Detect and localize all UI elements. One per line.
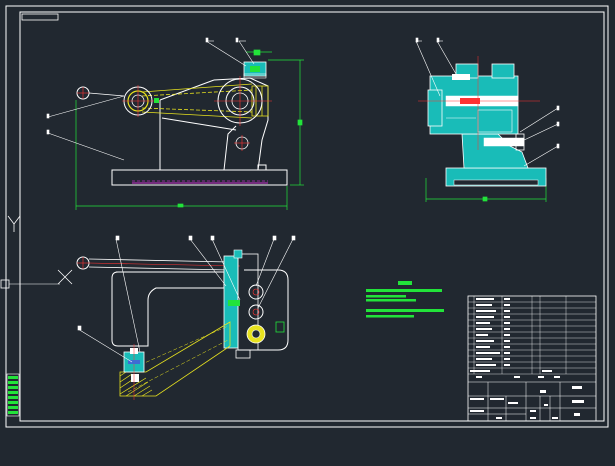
title-block xyxy=(467,295,597,422)
top-clamp-column xyxy=(223,249,285,359)
top-link-hatched xyxy=(119,321,231,397)
top-handle-arm xyxy=(57,256,241,285)
title-block-lower-text xyxy=(470,376,584,419)
top-section-view xyxy=(57,235,296,400)
note-line-3b xyxy=(366,315,414,318)
front-clamp-top xyxy=(243,61,267,79)
front-pivot-right xyxy=(214,76,272,151)
top-bolt xyxy=(123,344,145,400)
sheet-frame xyxy=(5,5,609,428)
front-dimensions xyxy=(75,49,304,210)
technical-notes xyxy=(366,281,444,318)
title-block-lower xyxy=(468,381,596,421)
binding-margin-marks xyxy=(0,215,60,289)
top-body-outline xyxy=(111,269,289,351)
side-base-recess xyxy=(453,179,539,186)
parts-list-entries xyxy=(470,298,552,372)
note-line-1 xyxy=(366,289,442,292)
side-head xyxy=(418,56,540,151)
top-leaders xyxy=(77,235,296,363)
note-line-1b xyxy=(366,295,406,298)
note-line-3 xyxy=(366,309,444,312)
front-view xyxy=(46,37,304,210)
side-section-view xyxy=(415,37,560,202)
side-leaders xyxy=(415,37,560,167)
front-base xyxy=(111,164,288,186)
front-handle xyxy=(76,86,125,100)
front-leaders xyxy=(46,37,255,161)
parts-list-grid xyxy=(468,296,596,375)
note-line-2 xyxy=(366,299,416,302)
revision-strip xyxy=(6,373,20,417)
notes-heading-mark xyxy=(398,281,412,285)
front-pivot-left xyxy=(122,85,160,117)
